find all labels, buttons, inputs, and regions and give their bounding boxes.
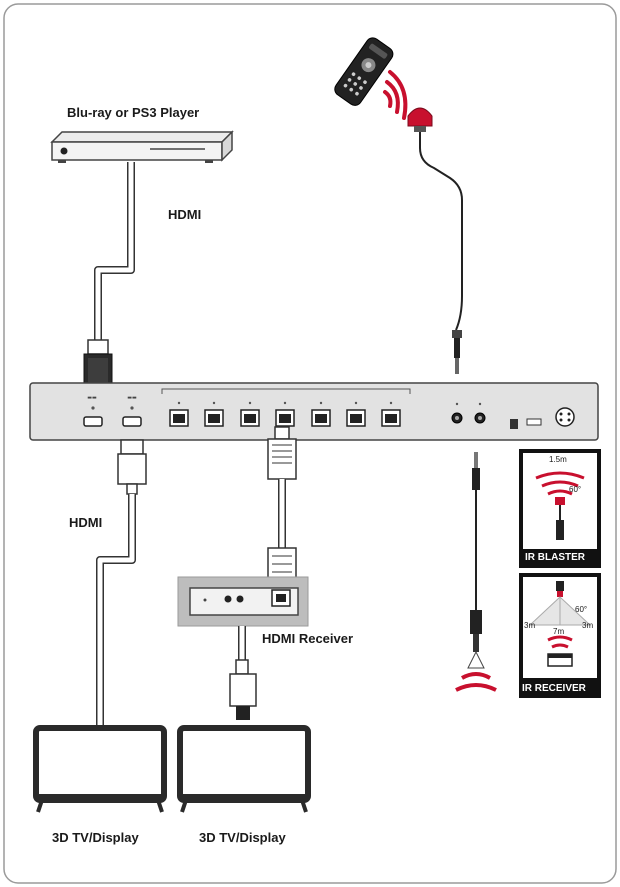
- rj45-port: [311, 401, 331, 427]
- ir-signal-waves: [383, 70, 408, 120]
- hdmi-output-label: HDMI: [69, 515, 103, 530]
- svg-text:▬▬: ▬▬: [127, 395, 137, 401]
- rj45-port: [275, 401, 295, 427]
- ir-receiver-right-distance: 3m: [582, 621, 594, 630]
- power-button-icon: [60, 147, 68, 155]
- ir-blaster-caption: IR BLASTER: [525, 552, 585, 563]
- ir-remote: [334, 37, 394, 106]
- hdmi-input-label: HDMI: [168, 207, 202, 222]
- ir-blaster-distance: 1.5m: [549, 455, 567, 464]
- bluray-player: [50, 130, 234, 163]
- display-1: [33, 725, 167, 813]
- rj45-port: [204, 401, 224, 427]
- ir-receiver-angle: 60°: [575, 605, 588, 614]
- ir-receiver-panel: [519, 573, 601, 698]
- hdmi-input-port: [83, 416, 103, 427]
- rj45-port: [240, 401, 260, 427]
- ir-blaster-cable: [455, 452, 497, 692]
- ir-receiver-sensor: [407, 107, 463, 374]
- ir-blaster-angle: 60°: [569, 485, 582, 494]
- svg-text:▬▬: ▬▬: [87, 395, 97, 401]
- rj45-port: [169, 401, 189, 427]
- hdmi-cable-output: [96, 439, 147, 728]
- rj45-port: [346, 401, 366, 427]
- player-label: Blu-ray or PS3 Player: [67, 105, 200, 120]
- ir-receiver-caption: IR RECEIVER: [522, 683, 586, 694]
- display-2: [177, 725, 311, 813]
- display-1-label: 3D TV/Display: [52, 830, 139, 845]
- ir-receiver-center-distance: 7m: [553, 627, 565, 636]
- ir-receiver-left-distance: 3m: [524, 621, 536, 630]
- rj45-port: [381, 401, 401, 427]
- display-2-label: 3D TV/Display: [199, 830, 286, 845]
- hdmi-loop-out-port: [122, 416, 142, 427]
- receiver-label: HDMI Receiver: [262, 631, 354, 646]
- receiver-hdmi-cable: [229, 626, 257, 720]
- hdmi-receiver-unit: [177, 576, 309, 627]
- hdmi-splitter-unit: ▬▬ ▬▬: [29, 382, 599, 441]
- ir-blaster-panel: [519, 449, 601, 568]
